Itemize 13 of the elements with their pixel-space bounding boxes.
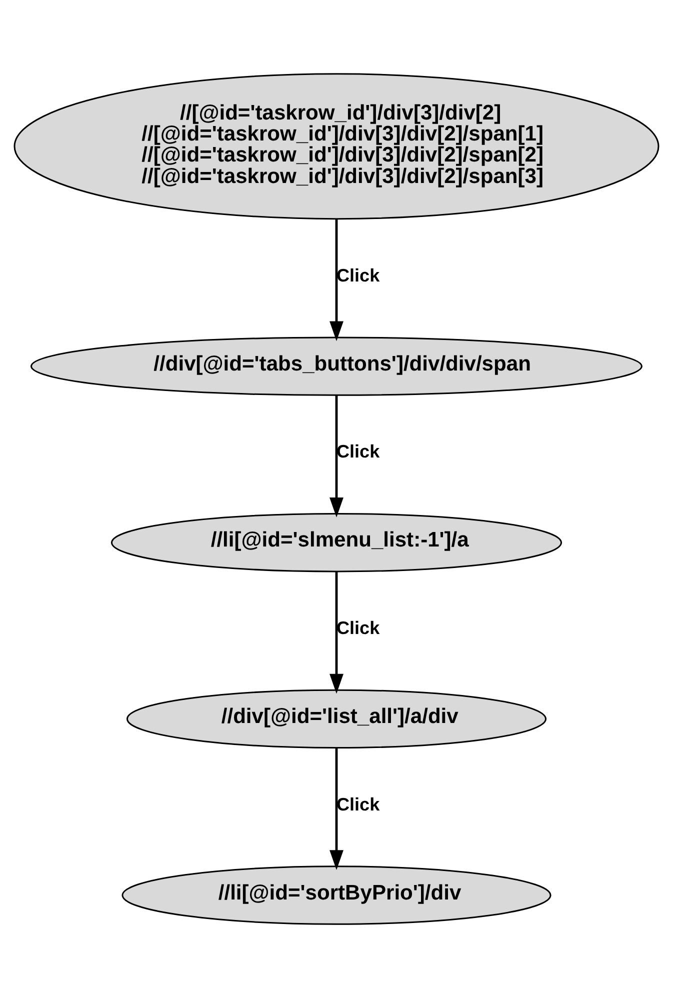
edge-label: Click xyxy=(336,442,380,462)
edge-label: Click xyxy=(336,794,380,814)
arrow xyxy=(330,218,344,342)
node-ellipse: //[@id='taskrow_id']/div[3]/div[2] //[@id='taskrow_id']/div[3]/div[2]/span[1] //[@id='taskrow_id']/div[3]/div[2]/span[2] //[@id='taskrow_id']/div[3]/div[2]/span[3] xyxy=(14,73,660,220)
arrow xyxy=(330,572,344,694)
node-ellipse: //div[@id='list_all']/a/div xyxy=(126,689,547,749)
node-ellipse: //li[@id='slmenu_list:-1']/a xyxy=(110,513,562,572)
edge-label: Click xyxy=(336,265,380,286)
edge-label: Click xyxy=(336,618,380,638)
arrow xyxy=(330,395,344,518)
arrow xyxy=(330,748,344,870)
node-ellipse: //div[@id='tabs_buttons']/div/div/span xyxy=(30,336,642,396)
node-ellipse: //li[@id='sortByPrio']/div xyxy=(122,866,552,925)
